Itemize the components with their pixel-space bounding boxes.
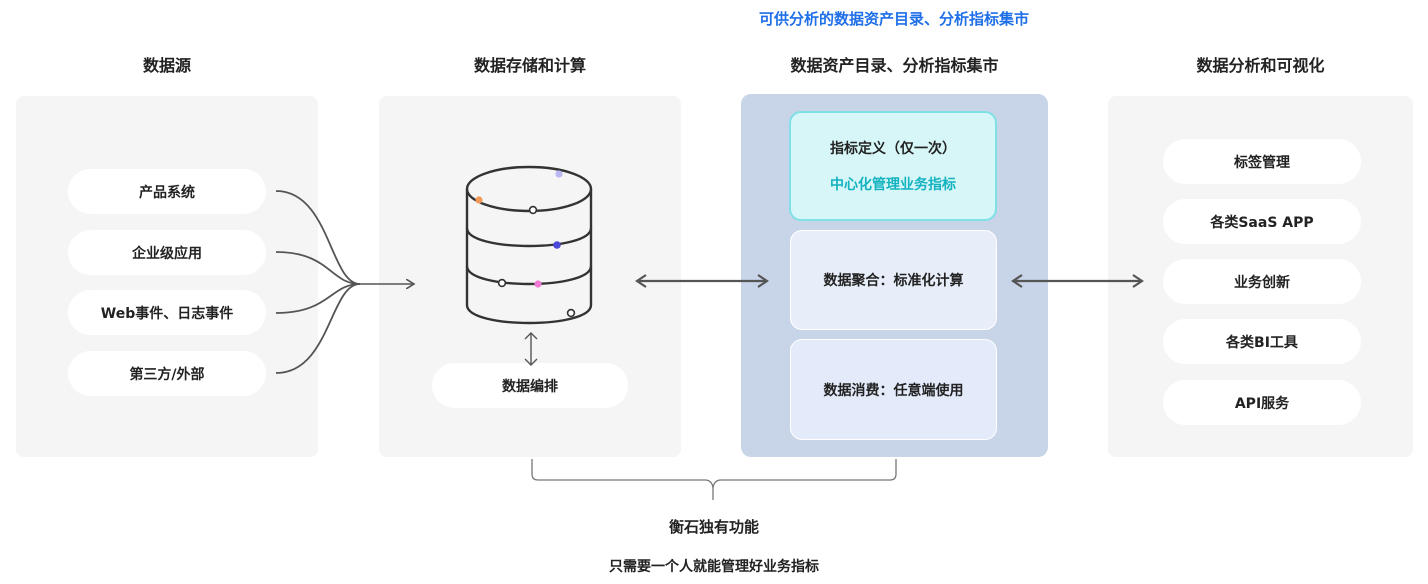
source-item: Web事件、日志事件 [68, 290, 266, 335]
analysis-item: 业务创新 [1163, 259, 1361, 304]
bottom-subtitle: 只需要一个人就能管理好业务指标 [609, 559, 819, 575]
column-title-sources: 数据源 [142, 56, 191, 75]
storage-catalog-double-arrow [635, 274, 769, 288]
analysis-item: 各类SaaS APP [1163, 199, 1361, 244]
consumption-label: 数据消费：任意端使用 [823, 382, 964, 399]
analysis-item: 标签管理 [1163, 139, 1361, 184]
vertical-double-arrow [524, 332, 538, 366]
analysis-item: 各类BI工具 [1163, 319, 1361, 364]
column-title-catalog: 数据资产目录、分析指标集市 [790, 56, 999, 75]
source-item: 产品系统 [68, 169, 266, 214]
bottom-title: 衡石独有功能 [668, 518, 759, 536]
analysis-item: API服务 [1163, 380, 1361, 425]
column-title-analysis: 数据分析和可视化 [1196, 56, 1325, 75]
source-item: 第三方/外部 [68, 351, 266, 396]
database-icon [465, 165, 593, 325]
metric-definition-label: 指标定义（仅一次） [830, 141, 956, 157]
database-dots [475, 170, 576, 318]
aggregation-card: 数据聚合：标准化计算 [790, 230, 997, 330]
orchestration-pill: 数据编排 [432, 363, 628, 408]
sources-panel [16, 96, 318, 457]
consumption-card: 数据消费：任意端使用 [790, 339, 997, 440]
catalog-analysis-double-arrow [1011, 274, 1144, 288]
bottom-brace [531, 459, 897, 500]
top-caption: 可供分析的数据资产目录、分析指标集市 [758, 10, 1029, 28]
metric-definition-sub: 中心化管理业务指标 [830, 177, 956, 193]
source-merge-curves [275, 190, 361, 374]
source-item: 企业级应用 [68, 230, 266, 275]
aggregation-label: 数据聚合：标准化计算 [823, 273, 964, 289]
column-title-storage: 数据存储和计算 [473, 56, 586, 75]
metric-definition-card: 指标定义（仅一次） 中心化管理业务指标 [789, 111, 997, 221]
